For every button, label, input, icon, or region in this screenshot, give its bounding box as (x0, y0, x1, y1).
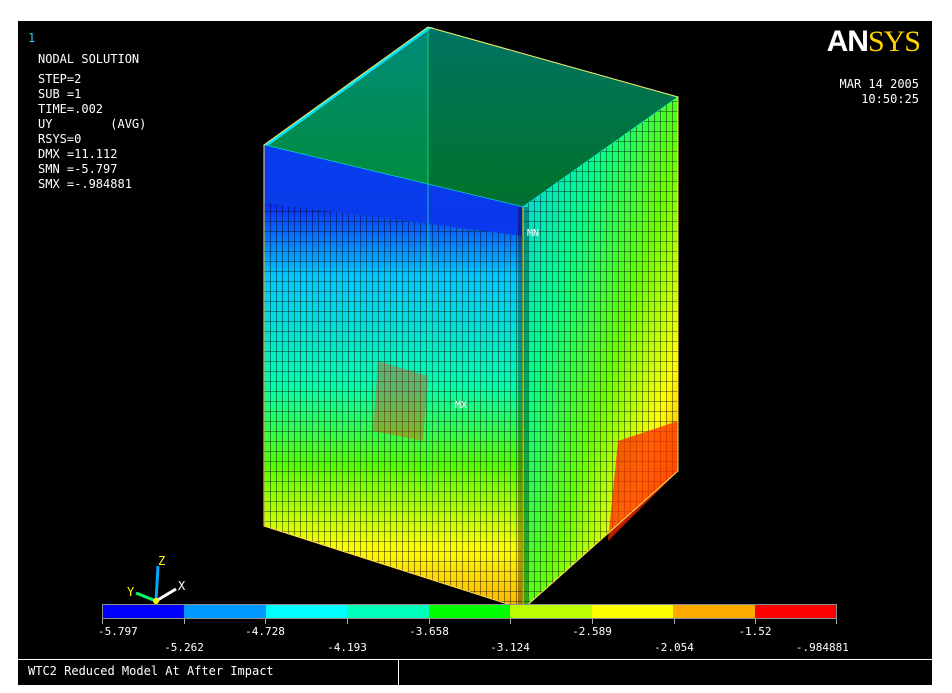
time-label: 10:50:25 (861, 92, 919, 106)
legend-tick (836, 619, 837, 624)
logo-part-sys: SYS (867, 25, 921, 58)
legend-tick (429, 619, 430, 624)
legend-tick (755, 619, 756, 624)
contour-legend: -5.797 -5.262 -4.728 -4.193 -3.658 -3.124 -2.5… (98, 604, 849, 656)
legend-value-label: -5.262 (164, 641, 204, 654)
fe-model-wireframe: MN MX (262, 26, 680, 610)
date-label: MAR 14 2005 (839, 77, 919, 91)
legend-value-label: -3.124 (490, 641, 530, 654)
triad-y-label: Y (127, 585, 135, 599)
legend-tick (592, 619, 593, 624)
info-time: TIME=.002 (38, 102, 104, 116)
triad-x-label: X (178, 579, 186, 593)
legend-segment (103, 605, 185, 618)
info-smn: SMN =-5.797 (38, 162, 118, 176)
legend-tick (347, 619, 348, 624)
axis-triad: Z Y X (127, 554, 186, 604)
legend-tick (510, 619, 511, 624)
footer-divider (18, 659, 932, 660)
legend-segment (428, 605, 511, 618)
info-sub: SUB =1 (38, 87, 82, 101)
legend-segment (184, 605, 266, 618)
info-rsys: RSYS=0 (38, 132, 82, 146)
legend-tick (674, 619, 675, 624)
legend-value-label: -1.52 (738, 625, 772, 638)
timestamp: MAR 14 2005 10:50:25 (840, 77, 919, 107)
legend-value-label: -4.193 (327, 641, 367, 654)
legend-value-label: -5.797 (98, 625, 138, 638)
plot-title: WTC2 Reduced Model At After Impact (28, 664, 274, 678)
legend-tick (102, 619, 103, 624)
ansys-logo: ANSYS (796, 25, 921, 58)
legend-value-label: -2.589 (572, 625, 612, 638)
legend-color-bar (102, 604, 837, 619)
legend-segment (673, 605, 755, 618)
legend-segment (591, 605, 674, 618)
info-smx: SMX =-.984881 (38, 177, 132, 191)
triad-z-label: Z (158, 554, 165, 568)
legend-value-label: -2.054 (654, 641, 694, 654)
graphics-window[interactable]: MN MX 1 NODAL SOLUTION STEP=2 SUB =1 TIM… (18, 21, 932, 685)
info-title: NODAL SOLUTION (38, 52, 140, 66)
legend-segment (347, 605, 429, 618)
logo-part-an: AN (826, 25, 869, 58)
legend-segment (510, 605, 592, 618)
legend-tick (265, 619, 266, 624)
legend-value-label: -.984881 (795, 641, 849, 654)
window-number: 1 (28, 31, 36, 45)
info-dmx: DMX =11.112 (38, 147, 118, 161)
footer-title-box (18, 660, 399, 685)
info-item: UY (AVG) (38, 117, 147, 131)
max-marker: MX (455, 400, 467, 411)
info-step: STEP=2 (38, 72, 82, 86)
min-marker: MN (527, 228, 539, 239)
legend-tick (184, 619, 185, 624)
legend-segment (754, 605, 836, 618)
legend-value-label: -3.658 (409, 625, 449, 638)
legend-value-label: -4.728 (245, 625, 285, 638)
solution-info: NODAL SOLUTION STEP=2 SUB =1 TIME=.002 U… (38, 52, 146, 192)
legend-segment (265, 605, 348, 618)
